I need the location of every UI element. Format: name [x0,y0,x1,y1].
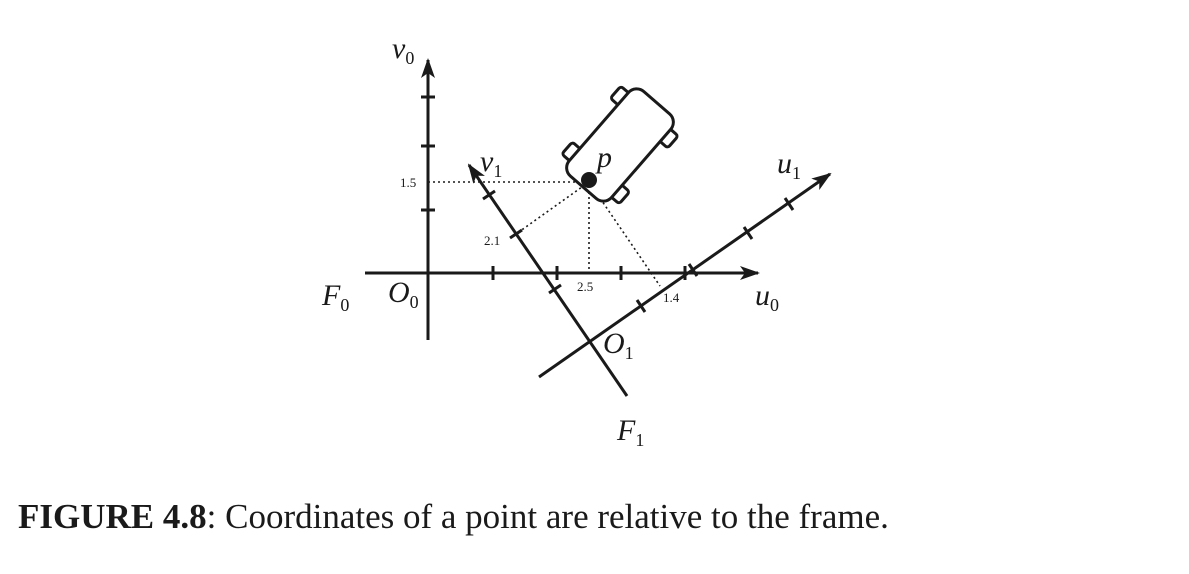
frame-f1-label: F1 [616,414,644,450]
origin-o0-label: O0 [388,276,419,312]
u1-axis-label: u1 [777,147,801,183]
origin-o1-label: O1 [603,327,634,363]
u1-coordinate-label: 1.4 [663,290,680,305]
v1-coordinate-label: 2.1 [484,233,500,248]
v1-ticks [482,189,562,295]
u0-ticks [491,266,687,280]
u1-ticks [635,197,795,313]
point-p [581,172,597,188]
point-p-label: p [595,141,612,174]
caption-label: FIGURE 4.8 [18,497,207,536]
frame-diagram: 1.5 2.1 2.5 1.4 v0 u0 O0 F0 v1 u1 O1 F1 … [321,32,832,450]
v0-axis-label: v0 [392,32,414,68]
frame-f0-label: F0 [321,279,349,315]
caption-text: : Coordinates of a point are relative to… [206,497,889,536]
u0-coordinate-label: 2.5 [577,279,593,294]
v1-axis-label: v1 [480,145,502,181]
figure-caption: FIGURE 4.8: Coordinates of a point are r… [18,497,1178,537]
robot-icon [561,85,679,205]
u0-axis-label: u0 [755,279,779,315]
v1-axis [467,163,629,397]
v0-ticks [421,95,435,212]
v0-coordinate-label: 1.5 [400,175,416,190]
u1-axis [538,172,832,379]
